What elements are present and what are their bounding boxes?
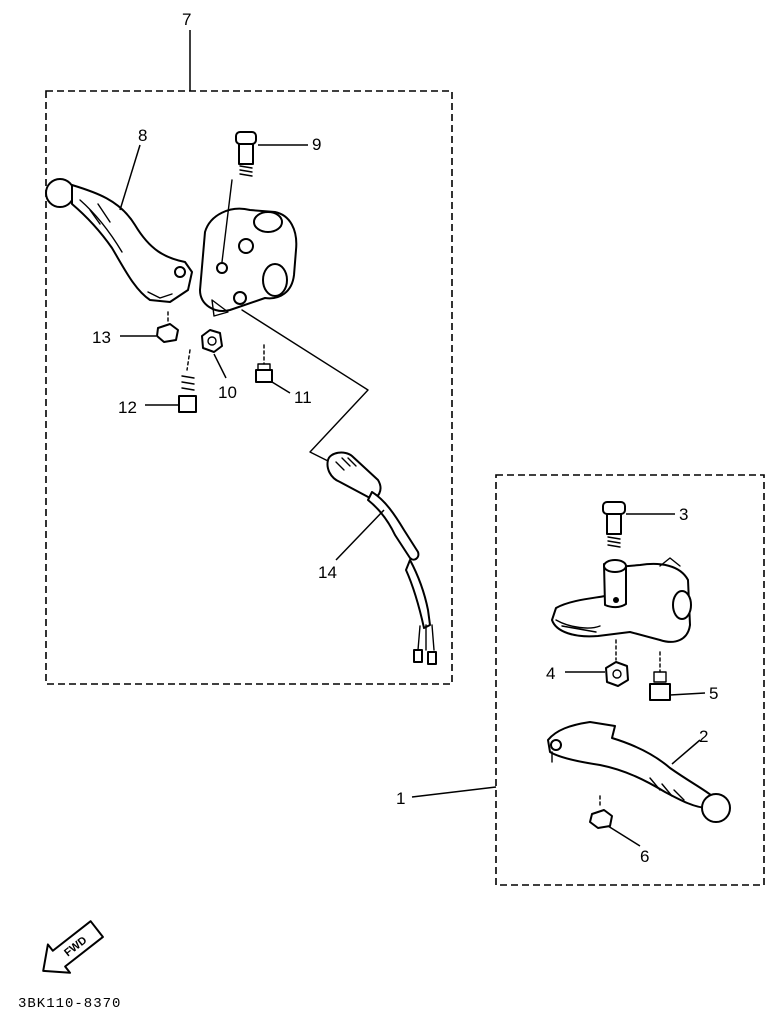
leader-2 [671,739,701,765]
leader-1 [411,786,497,798]
callout-1: 1 [396,789,405,808]
screw-5 [649,651,671,701]
callout-7: 7 [182,10,191,29]
nut-10 [201,329,223,353]
lever-holder-left [199,179,298,317]
callout-2: 2 [699,727,708,746]
leader-14 [335,509,385,561]
leader-5 [669,692,706,696]
leader-6 [607,825,641,847]
callout-6: 6 [640,847,649,866]
fwd-arrow-icon: FWD [42,920,104,974]
callout-14: 14 [318,563,337,582]
callout-8: 8 [138,126,147,145]
leader-10 [213,353,227,379]
nut-13 [156,311,179,343]
lever-holder-right [551,557,692,643]
callout-13: 13 [92,328,111,347]
bolt-12 [178,349,197,413]
nut-6 [589,795,613,829]
callout-4: 4 [546,664,555,683]
callout-12: 12 [118,398,137,417]
bolt-9 [235,131,257,177]
switch-14 [241,309,437,665]
assembly-1-frame [495,474,765,886]
callout-9: 9 [312,135,321,154]
callout-5: 5 [709,684,718,703]
lever-8 [45,178,193,303]
assembly-7-frame [45,90,453,685]
lever-2 [547,721,731,823]
callout-3: 3 [679,505,688,524]
screw-11 [255,344,273,383]
diagram-code: 3BK110-8370 [18,996,121,1012]
nut-4 [605,639,629,687]
bolt-3 [602,501,626,548]
callout-11: 11 [294,388,312,407]
callout-10: 10 [218,383,237,402]
leader-11 [271,381,291,394]
leader-8 [119,144,141,211]
